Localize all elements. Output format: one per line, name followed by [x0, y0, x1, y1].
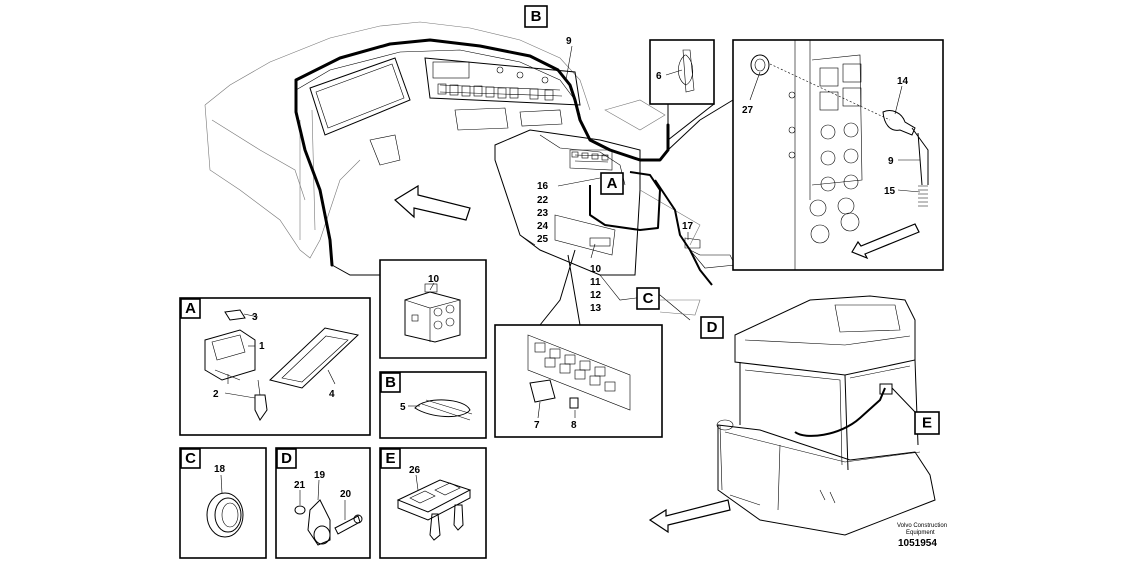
- svg-text:D: D: [281, 450, 292, 467]
- part-20: 20: [340, 489, 352, 500]
- tag-C-inset: C: [180, 448, 201, 469]
- part-16: 16: [537, 181, 549, 192]
- part-1: 1: [259, 341, 265, 352]
- cab-illustration: [648, 295, 936, 536]
- part-13: 13: [590, 303, 602, 314]
- svg-text:D: D: [707, 319, 718, 336]
- part-5: 5: [400, 402, 406, 413]
- part-6: 6: [656, 71, 662, 82]
- tag-E-main: E: [914, 411, 940, 435]
- part-24: 24: [537, 221, 549, 232]
- part-12: 12: [590, 290, 602, 301]
- part-7: 7: [534, 420, 540, 431]
- tag-B-inset: B: [380, 372, 401, 393]
- part-15: 15: [884, 186, 896, 197]
- tag-E-inset: E: [380, 448, 401, 469]
- svg-text:C: C: [643, 290, 654, 307]
- svg-text:B: B: [385, 374, 396, 391]
- svg-text:B: B: [531, 8, 542, 25]
- tag-D-main: D: [700, 316, 724, 339]
- svg-text:A: A: [607, 175, 618, 192]
- part-26: 26: [409, 465, 421, 476]
- svg-text:A: A: [185, 300, 196, 317]
- inset-6: [649, 39, 715, 105]
- brand-line-2: Equipment: [906, 530, 935, 536]
- part-19: 19: [314, 470, 326, 481]
- part-9-main: 9: [566, 36, 572, 47]
- svg-text:E: E: [922, 415, 932, 432]
- inset-A: [179, 297, 371, 436]
- part-14: 14: [897, 76, 909, 87]
- inset-7-8: [494, 324, 663, 438]
- leader-lines: [220, 45, 921, 520]
- inset-10: [379, 259, 487, 359]
- part-9-inset: 9: [888, 156, 894, 167]
- part-22: 22: [537, 195, 549, 206]
- tag-A-inset: A: [180, 298, 201, 319]
- svg-text:C: C: [185, 450, 196, 467]
- part-numbers: 9 6 27 14 9 15 16 22 23 24 25 17 10 11 1…: [213, 36, 909, 500]
- part-23: 23: [537, 208, 549, 219]
- tag-A-main: A: [600, 172, 624, 195]
- part-10-main: 10: [590, 264, 602, 275]
- part-8: 8: [571, 420, 577, 431]
- dashboard-assembly: [204, 21, 736, 321]
- footer-brand: Volvo Construction Equipment 1051954: [897, 523, 947, 549]
- part-10-inset: 10: [428, 274, 440, 285]
- svg-text:E: E: [385, 450, 395, 467]
- part-3: 3: [252, 312, 258, 323]
- part-18: 18: [214, 464, 226, 475]
- part-27: 27: [742, 105, 754, 116]
- brand-line-1: Volvo Construction: [897, 523, 947, 529]
- part-17: 17: [682, 221, 694, 232]
- document-number: 1051954: [898, 538, 937, 549]
- part-25: 25: [537, 234, 549, 245]
- tag-C-main: C: [636, 287, 660, 310]
- tag-B: B: [524, 5, 548, 28]
- inset-grommet-panel: [732, 39, 944, 271]
- part-2: 2: [213, 389, 219, 400]
- part-21: 21: [294, 480, 306, 491]
- part-4: 4: [329, 389, 335, 400]
- part-11: 11: [590, 277, 601, 288]
- tag-D-inset: D: [276, 448, 297, 469]
